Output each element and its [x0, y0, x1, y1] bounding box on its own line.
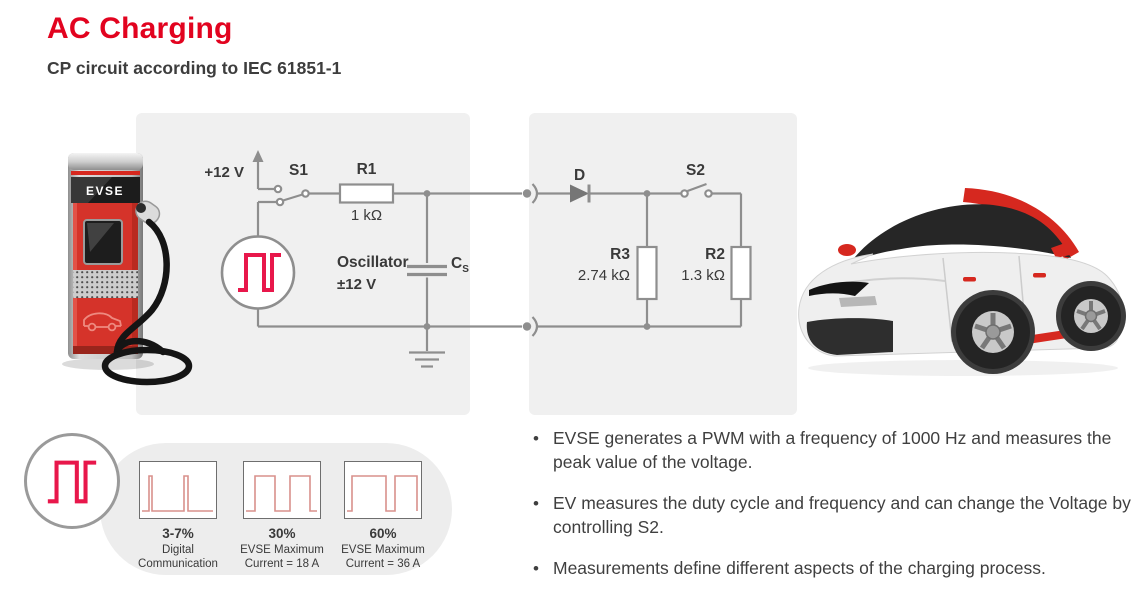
switch-s2 — [680, 182, 741, 198]
oscillator-label: Oscillator — [337, 254, 409, 271]
page-title: AC Charging — [47, 12, 233, 45]
diode-d — [570, 184, 681, 203]
r1-value: 1 kΩ — [350, 207, 383, 224]
legend-item-30: 30% EVSE Maximum Current = 18 A — [240, 526, 324, 571]
bullet-icon: • — [533, 429, 539, 448]
oscillator-value: ±12 V — [337, 276, 377, 293]
capacitor-cs — [407, 193, 447, 327]
cs-label: CS — [451, 255, 469, 276]
supply-arrow — [252, 150, 275, 191]
cp-connector-bottom — [522, 316, 741, 337]
car-grille — [839, 296, 877, 307]
evse-pillar: EVSE — [68, 153, 143, 359]
car-bumper — [806, 318, 893, 355]
s2-blade — [687, 182, 707, 193]
car-front-wheel — [956, 295, 1030, 369]
evse-cable — [101, 218, 193, 386]
s2-label: S2 — [686, 162, 705, 179]
pwm-symbol-circle — [24, 433, 120, 529]
r2-label: R2 — [705, 246, 725, 263]
cp-connector-top — [522, 183, 570, 204]
r3-value: 2.74 kΩ — [577, 267, 630, 284]
evse-car-icon — [83, 312, 122, 332]
diode-label: D — [574, 167, 586, 184]
resistor-r3-branch — [636, 193, 658, 327]
evse-station-label: EVSE — [86, 184, 124, 198]
resistor-r1 — [338, 183, 395, 204]
note-item: • Measurements define different aspects … — [533, 557, 1133, 581]
r1-label: R1 — [356, 161, 377, 178]
switch-s1 — [258, 184, 310, 207]
bullet-icon: • — [533, 493, 539, 513]
resistor-r2 — [730, 245, 752, 301]
note-item: • EVSE generates a PWM with a frequency … — [533, 427, 1133, 475]
car-glass — [851, 204, 1071, 262]
waveform-box-60 — [344, 461, 422, 519]
evse-station-illustration: EVSE — [62, 153, 193, 386]
supply-voltage-label: +12 V — [204, 164, 244, 181]
evse-red-stripe — [71, 171, 140, 175]
legend-item-60: 60% EVSE Maximum Current = 36 A — [341, 526, 425, 571]
r3-label: R3 — [610, 246, 630, 263]
bullet-icon: • — [533, 558, 539, 578]
r2-value: 1.3 kΩ — [681, 267, 725, 284]
car-shadow — [808, 360, 1118, 376]
cp-circuit-schematic — [220, 150, 752, 368]
s1-label: S1 — [289, 162, 308, 179]
evse-speaker-grille — [73, 270, 138, 298]
note-item: • EV measures the duty cycle and frequen… — [533, 492, 1133, 540]
pwm-waveform-icon — [47, 460, 97, 504]
resistor-r2-branch — [730, 193, 752, 327]
evse-connector-holster — [135, 200, 161, 225]
car-headlight — [809, 281, 869, 296]
ground-symbol — [409, 326, 445, 368]
junction-dot — [643, 323, 651, 330]
ev-car-illustration — [798, 188, 1126, 376]
ev-side-panel — [529, 113, 797, 415]
page-subtitle: CP circuit according to IEC 61851-1 — [47, 58, 342, 78]
car-rear-wheel — [1061, 286, 1121, 346]
legend-item-digital: 3-7% Digital Communication — [138, 526, 218, 571]
pwm-waveform-icon — [238, 253, 281, 292]
evse-screen — [83, 219, 123, 265]
oscillator-symbol — [220, 235, 296, 310]
waveform-box-30 — [243, 461, 321, 519]
evse-name-band — [71, 177, 140, 203]
s1-blade — [282, 193, 303, 202]
notes-list: • EVSE generates a PWM with a frequency … — [533, 427, 1133, 598]
car-mirror — [838, 244, 856, 256]
waveform-box-digital — [139, 461, 217, 519]
